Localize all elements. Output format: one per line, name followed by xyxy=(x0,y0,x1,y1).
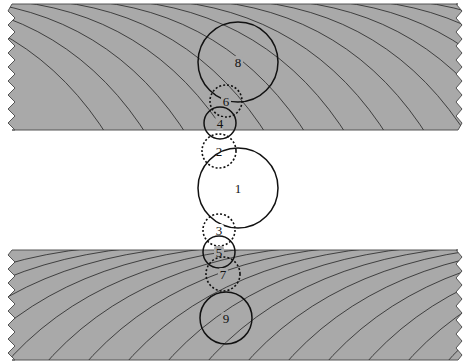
grain-lines xyxy=(0,0,469,140)
grain-line xyxy=(40,245,340,364)
circle-stroke xyxy=(210,85,242,117)
circle-number: 5 xyxy=(214,246,225,259)
grain-line xyxy=(40,0,270,140)
circle-number: 4 xyxy=(215,117,226,130)
circle-stroke xyxy=(206,257,240,291)
circle-number: 7 xyxy=(218,268,229,281)
solid-circle: 5 xyxy=(202,235,236,269)
grain-line xyxy=(240,0,469,140)
grain-line xyxy=(200,0,430,140)
circle-number: 3 xyxy=(214,224,225,237)
circle-number: 9 xyxy=(221,312,232,325)
grain-line xyxy=(0,245,220,364)
grain-line xyxy=(200,245,469,364)
grain-lines xyxy=(0,245,469,364)
circle-number: 8 xyxy=(233,56,244,69)
grain-line xyxy=(0,245,300,364)
circle-number: 6 xyxy=(221,95,232,108)
grain-line xyxy=(120,0,350,140)
dotted-circle: 6 xyxy=(209,84,243,118)
grain-line xyxy=(440,245,469,364)
grain-line xyxy=(400,245,469,364)
grain-line xyxy=(160,245,460,364)
grain-line xyxy=(320,0,469,140)
dotted-circle: 7 xyxy=(205,256,241,292)
grain-line xyxy=(400,0,469,140)
grain-line xyxy=(280,245,469,364)
grain-line xyxy=(0,0,230,140)
grain-line xyxy=(120,245,420,364)
grain-line xyxy=(160,0,390,140)
grain-line xyxy=(80,0,310,140)
grain-line xyxy=(360,0,469,140)
circle-stroke xyxy=(200,292,252,344)
upper-band xyxy=(8,4,462,130)
solid-circle: 9 xyxy=(199,291,253,345)
grain-line xyxy=(280,0,469,140)
grain-line xyxy=(440,0,469,140)
grain-line xyxy=(360,245,469,364)
grain-line xyxy=(0,0,150,140)
grain-line xyxy=(0,245,260,364)
circle-number: 1 xyxy=(233,182,244,195)
grain-line xyxy=(320,245,469,364)
solid-circle: 4 xyxy=(203,106,237,140)
grain-line xyxy=(0,245,140,364)
circle-stroke xyxy=(203,236,235,268)
